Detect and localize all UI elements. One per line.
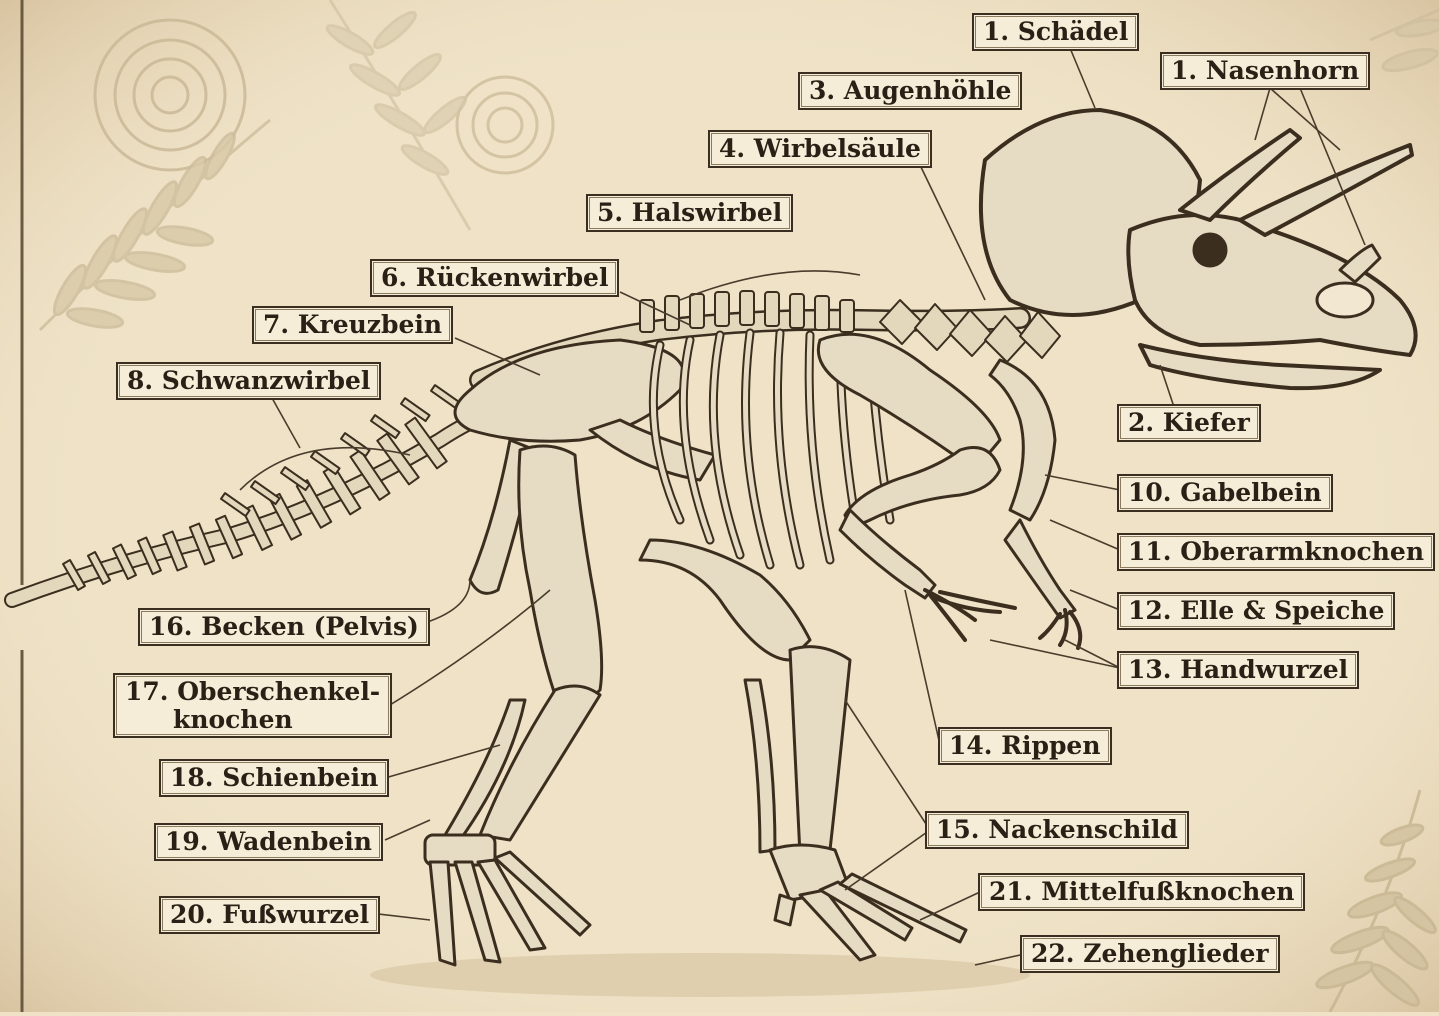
label-fusswurzel: 20. Fußwurzel: [159, 896, 380, 934]
label-wadenbein: 19. Wadenbein: [154, 823, 383, 861]
label-augenhoehle: 3. Augenhöhle: [798, 72, 1022, 110]
label-nasenhorn: 1. Nasenhorn: [1160, 52, 1370, 90]
label-rueckenwirbel: 6. Rückenwirbel: [370, 259, 619, 297]
label-kiefer: 2. Kiefer: [1117, 404, 1261, 442]
eye-socket: [1193, 233, 1227, 267]
label-oberschenkelknochen: 17. Oberschenkel- knochen: [113, 673, 392, 738]
label-oberarmknochen: 11. Oberarmknochen: [1117, 533, 1435, 571]
label-oberschenkel-line2: knochen: [125, 706, 380, 734]
label-kreuzbein: 7. Kreuzbein: [252, 306, 453, 344]
label-mittelfussknochen: 21. Mittelfußknochen: [978, 873, 1305, 911]
label-zehenglieder: 22. Zehenglieder: [1020, 935, 1280, 973]
label-nackenschild: 15. Nackenschild: [925, 811, 1189, 849]
label-schienbein: 18. Schienbein: [159, 759, 389, 797]
label-schwanzwirbel: 8. Schwanzwirbel: [116, 362, 381, 400]
label-elle-speiche: 12. Elle & Speiche: [1117, 592, 1395, 630]
label-halswirbel: 5. Halswirbel: [586, 194, 793, 232]
label-wirbelsaeule: 4. Wirbelsäule: [708, 130, 932, 168]
nostril: [1317, 283, 1373, 317]
label-rippen: 14. Rippen: [938, 727, 1112, 765]
label-handwurzel: 13. Handwurzel: [1117, 651, 1359, 689]
label-oberschenkel-line1: 17. Oberschenkel-: [125, 678, 380, 706]
label-gabelbein: 10. Gabelbein: [1117, 474, 1333, 512]
ground-shadow: [370, 953, 1030, 997]
label-schaedel: 1. Schädel: [972, 13, 1139, 51]
label-becken: 16. Becken (Pelvis): [138, 608, 430, 646]
